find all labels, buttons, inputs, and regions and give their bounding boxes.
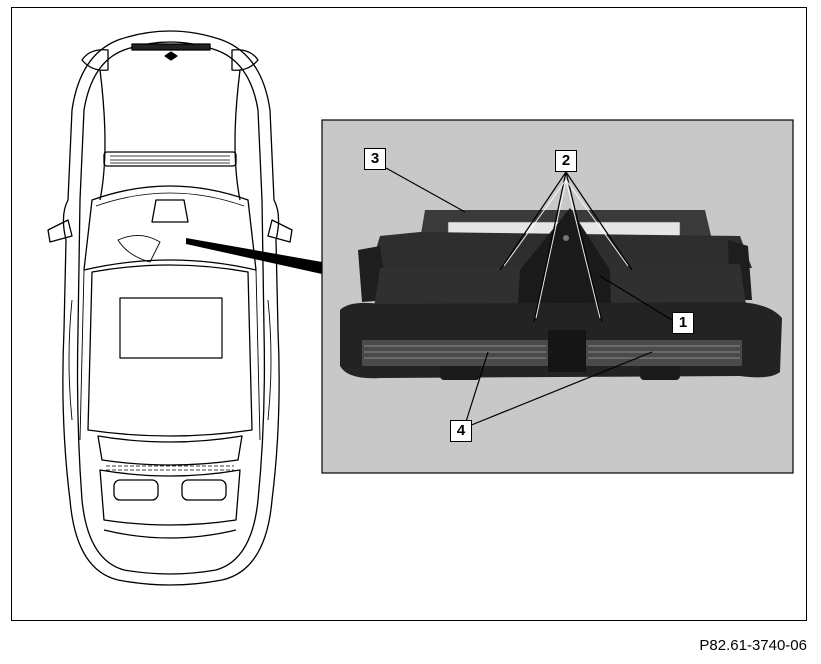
callout-leaders bbox=[385, 167, 673, 429]
callout-leaders-white bbox=[503, 179, 629, 319]
callout-4: 4 bbox=[450, 420, 472, 442]
callout-2: 2 bbox=[555, 150, 577, 172]
callout-1: 1 bbox=[672, 312, 694, 334]
figure-code: P82.61-3740-06 bbox=[699, 637, 807, 654]
component-photo bbox=[321, 119, 794, 474]
callout-3: 3 bbox=[364, 148, 386, 170]
zoom-leader bbox=[186, 238, 322, 274]
car-top-view bbox=[47, 30, 293, 586]
